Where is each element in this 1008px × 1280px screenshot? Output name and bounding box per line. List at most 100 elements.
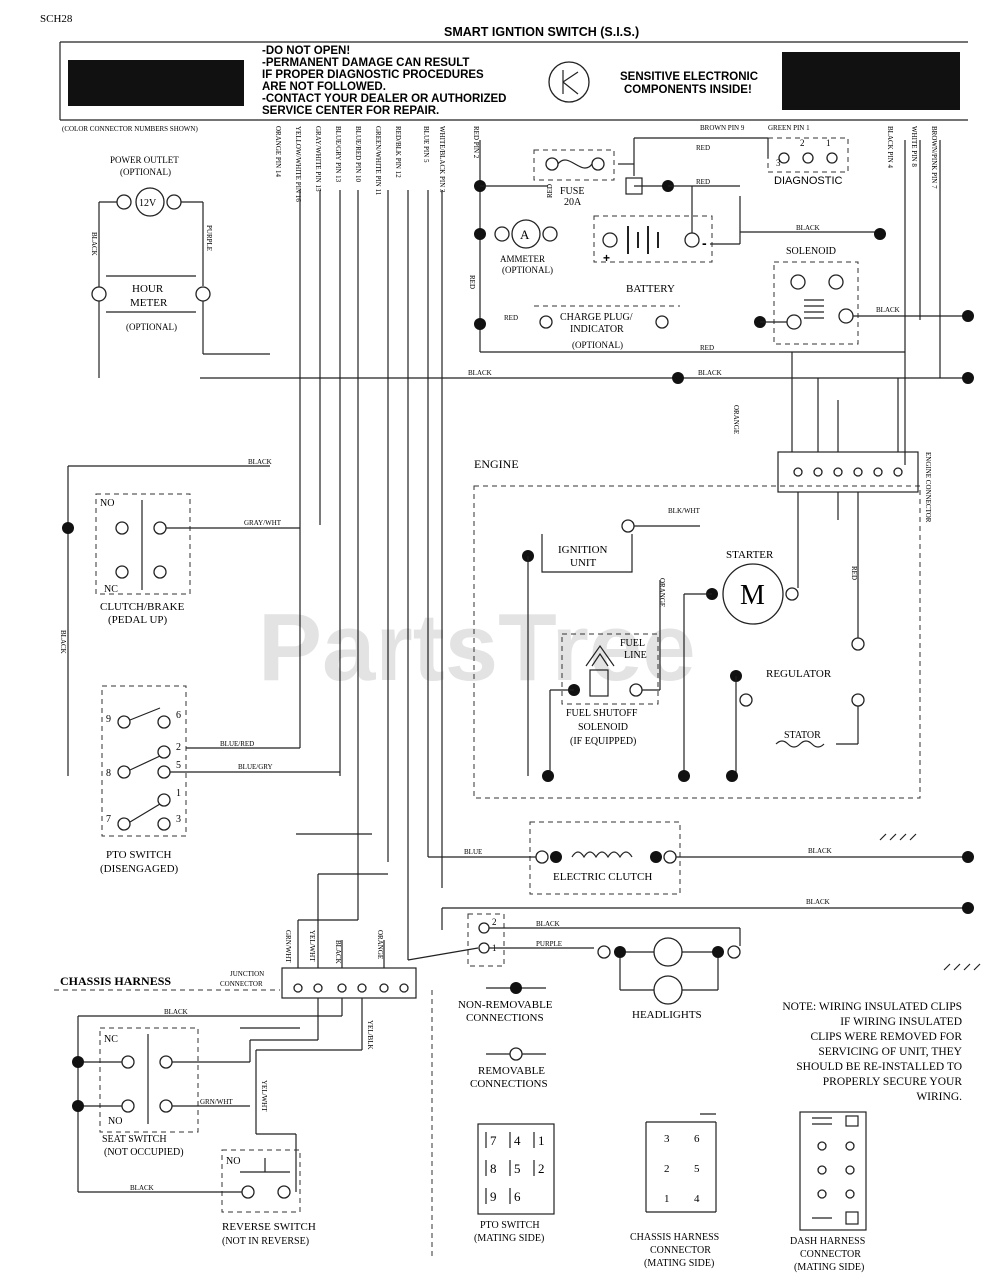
sensitive-line-2: COMPONENTS INSIDE! xyxy=(624,84,752,96)
page-code: SCH28 xyxy=(40,13,73,25)
wire-label: BLACK xyxy=(806,898,830,906)
pto-pin-label: 6 xyxy=(176,710,181,721)
clutch-brake-label: CLUTCH/BRAKE xyxy=(100,601,185,613)
connector-caption: (COLOR CONNECTOR NUMBERS SHOWN) xyxy=(62,125,198,133)
module-black-label-right xyxy=(782,52,960,110)
note-line: SHOULD BE RE-INSTALLED TO xyxy=(796,1061,962,1073)
pto-cell: 5 xyxy=(514,1161,521,1176)
charge-opt: (OPTIONAL) xyxy=(572,340,623,350)
seat-switch-label: (NOT OCCUPIED) xyxy=(104,1147,184,1158)
pto-cell: 6 xyxy=(514,1189,521,1204)
module-black-label-left xyxy=(68,60,244,106)
engine-connector-pins xyxy=(793,467,903,477)
ignition-label: IGNITION xyxy=(558,544,608,556)
diag-pin-label: 2 xyxy=(800,138,805,148)
engine-boundary xyxy=(473,485,921,799)
legend-non-removable: CONNECTIONS xyxy=(466,1012,544,1024)
node-dot xyxy=(962,851,974,863)
no-label: NO xyxy=(108,1116,122,1127)
legend-circle-icon xyxy=(509,1047,523,1061)
wire-tag-top: BROWN PIN 9 xyxy=(700,124,745,132)
pto-pin-label: 7 xyxy=(106,814,111,825)
regulator-terminal xyxy=(739,693,753,707)
pto-cell-brackets xyxy=(485,1132,535,1204)
ignition-label: UNIT xyxy=(570,557,597,569)
wire-label: BLACK xyxy=(808,847,832,855)
junction-small xyxy=(467,913,505,967)
node-dot xyxy=(72,1056,84,1068)
wire-label: RED xyxy=(468,275,476,289)
hour-meter-label: METER xyxy=(130,297,168,309)
ammeter-opt: (OPTIONAL) xyxy=(502,265,553,275)
diag-pin xyxy=(778,152,790,164)
ammeter-terminal xyxy=(542,226,558,242)
hatch-icon xyxy=(943,963,981,971)
wire-label: RED xyxy=(504,314,518,322)
warning-line: -PERMANENT DAMAGE CAN RESULT xyxy=(262,57,469,69)
power-outlet-voltage: 12V xyxy=(139,198,157,209)
note-line: CLIPS WERE REMOVED FOR xyxy=(810,1031,962,1043)
wire-label: GRAY/WHT xyxy=(244,519,282,527)
wire-label: YEL/WHT xyxy=(260,1080,268,1112)
wire-label: BLACK xyxy=(59,630,67,654)
wire-label: BLACK xyxy=(468,369,492,377)
solenoid-coil-icon xyxy=(804,299,824,319)
engine-label: ENGINE xyxy=(474,457,519,471)
watermark: PartsTree xyxy=(258,594,696,701)
node-dot xyxy=(62,522,74,534)
hour-meter-label: HOUR xyxy=(132,283,164,295)
wire-tag-top: GREEN PIN 1 xyxy=(768,124,810,132)
node-dot xyxy=(550,851,562,863)
fuel-solenoid-label: FUEL SHUTOFF xyxy=(566,708,638,719)
chassis-mating-label: CONNECTOR xyxy=(650,1245,711,1256)
node-dot xyxy=(474,318,486,330)
pto-pin-label: 5 xyxy=(176,760,181,771)
pto-pin-label: 9 xyxy=(106,714,111,725)
junction-pin-label: 2 xyxy=(492,917,497,927)
warning-line: -CONTACT YOUR DEALER OR AUTHORIZED xyxy=(262,93,506,105)
legend-dot-icon xyxy=(510,982,522,994)
ammeter-label: AMMETER xyxy=(500,254,545,264)
charge-label: CHARGE PLUG/ xyxy=(560,312,633,323)
fuse-label: FUSE xyxy=(560,186,584,197)
minus-icon: - xyxy=(702,235,707,251)
junction-connector xyxy=(281,967,417,999)
pto-cell: 1 xyxy=(538,1133,545,1148)
battery-box xyxy=(593,215,713,263)
warning-line: ARE NOT FOLLOWED. xyxy=(262,81,386,93)
nc-label: NC xyxy=(104,1034,118,1045)
electric-clutch-box xyxy=(529,821,681,895)
wire-tag: ORANGE PIN 14 xyxy=(274,126,282,177)
junction-label: JUNCTION xyxy=(230,970,264,978)
pto-cell: 8 xyxy=(490,1161,497,1176)
fuse-terminal xyxy=(545,157,559,171)
reverse-switch-label: REVERSE SWITCH xyxy=(222,1221,316,1233)
charge-terminal xyxy=(539,315,553,329)
sensitive-line-1: SENSITIVE ELECTRONIC xyxy=(620,71,758,83)
wire-label: BLACK xyxy=(536,920,560,928)
wire-label: BLACK xyxy=(130,1184,154,1192)
headlight-icon xyxy=(653,937,683,967)
node-dot xyxy=(72,1100,84,1112)
fuse-rating: 20A xyxy=(564,197,582,208)
wire-label: BLUE/RED xyxy=(220,740,254,748)
wire-tag: BLUE PIN 5 xyxy=(422,126,430,163)
transistor-symbol-icon xyxy=(548,61,590,103)
wire-tag: GREEN/WHITE PIN 11 xyxy=(374,126,382,196)
node-dot xyxy=(874,228,886,240)
legend-non-removable: NON-REMOVABLE xyxy=(458,999,553,1011)
chassis-harness-label: CHASSIS HARNESS xyxy=(60,974,171,988)
warning-block: -DO NOT OPEN! -PERMANENT DAMAGE CAN RESU… xyxy=(262,45,506,117)
engine-connector xyxy=(777,451,919,493)
charge-label: INDICATOR xyxy=(570,324,624,335)
note-line: WIRING. xyxy=(916,1091,962,1103)
legend-removable: CONNECTIONS xyxy=(470,1078,548,1090)
wire-label: BLACK xyxy=(698,369,722,377)
wire-tag: BLUE/RED PIN 10 xyxy=(354,126,362,183)
starter-symbol: M xyxy=(740,580,765,611)
clutch-brake-box xyxy=(95,493,191,595)
solenoid-terminal xyxy=(786,314,802,330)
wire-label: RED xyxy=(546,184,554,198)
clutch-brake-label: (PEDAL UP) xyxy=(108,614,168,626)
